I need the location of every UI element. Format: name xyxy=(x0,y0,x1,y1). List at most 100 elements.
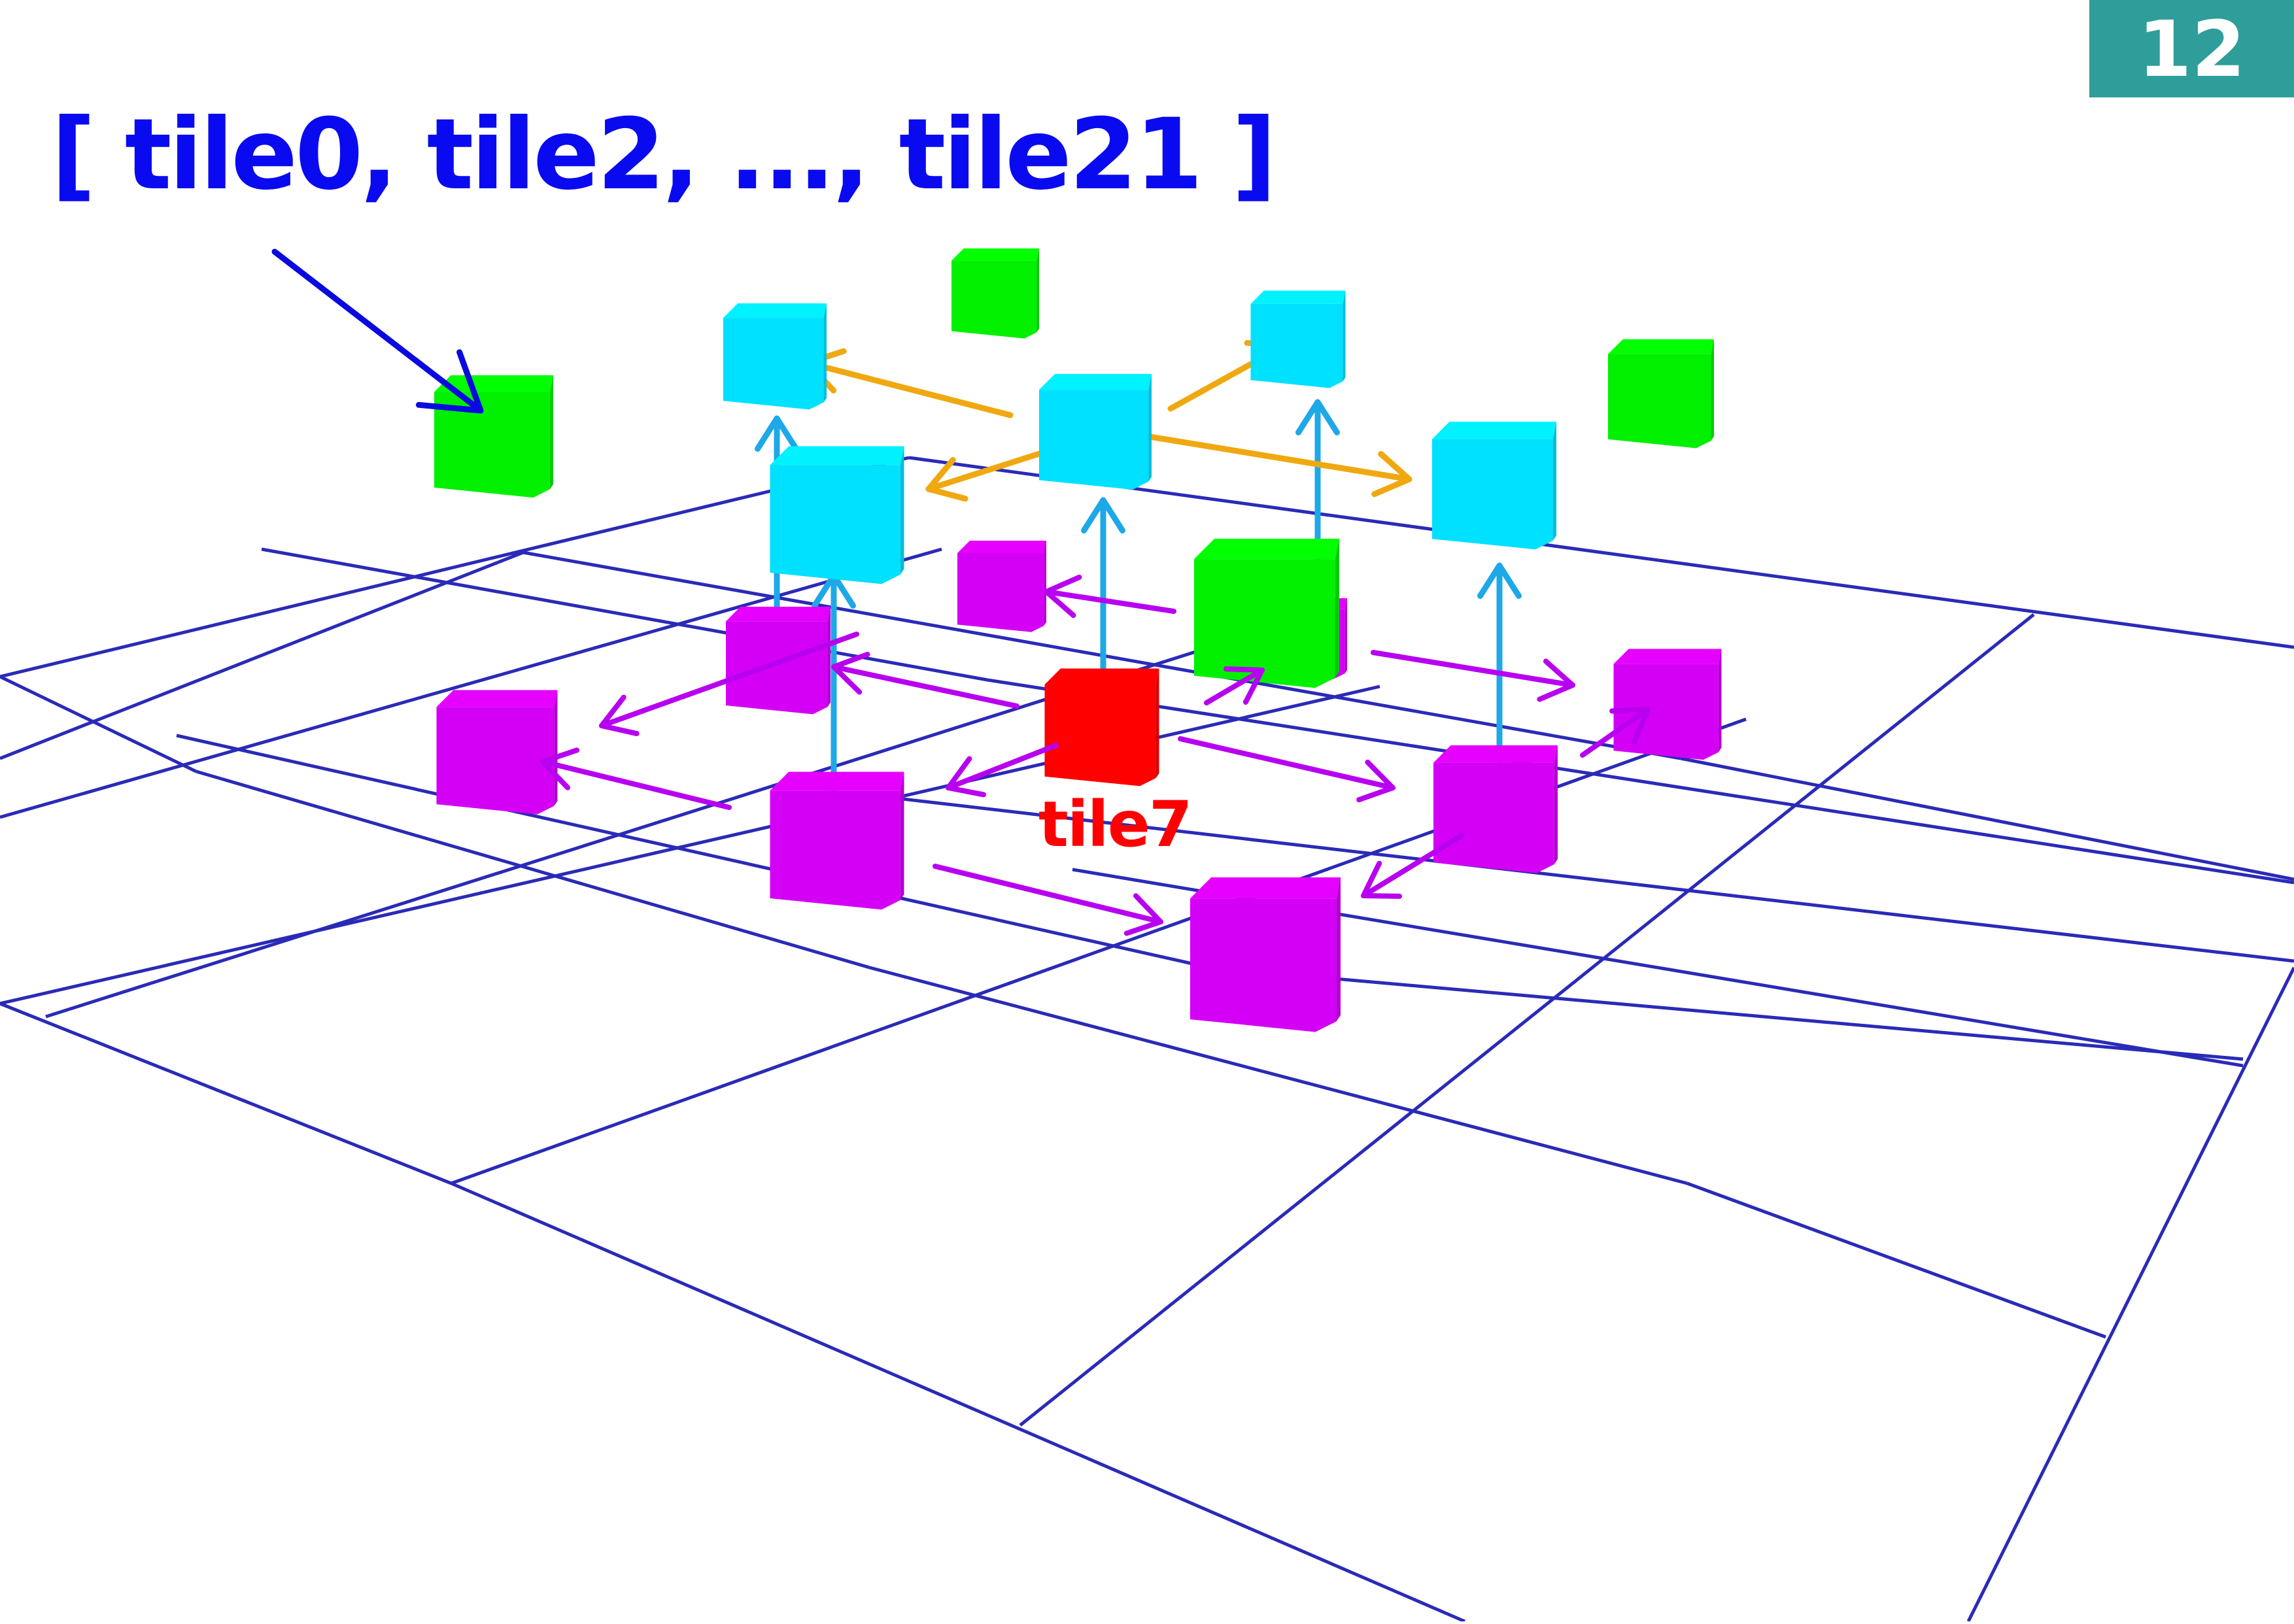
neighbor-arrow-head xyxy=(1044,574,1082,618)
pointer-target-cube-front xyxy=(434,392,550,498)
pointer-target-cube-top xyxy=(434,375,553,392)
pointer-arrow-shaft xyxy=(271,248,484,414)
upper-tile-cube xyxy=(770,446,904,584)
neighbor-arrow xyxy=(1580,707,1651,758)
grid-line xyxy=(0,547,942,819)
grid-line xyxy=(1209,966,2244,1061)
other-tile-cube-top xyxy=(1608,339,1714,354)
neighbor-tile-cube-side xyxy=(1718,649,1722,753)
neighbor-tile-cube-top xyxy=(1433,745,1558,763)
neighbor-tile-cube-top xyxy=(436,690,558,707)
grid-line xyxy=(176,734,1210,970)
vertical-arrow xyxy=(1295,399,1340,566)
neighbor-tile-cube-top xyxy=(957,541,1046,554)
upper-tile-cube-side xyxy=(900,446,904,575)
upper-arrow-head xyxy=(925,457,968,502)
other-tile-cube-front xyxy=(951,260,1037,339)
neighbor-tile-cube xyxy=(770,771,904,910)
neighbor-tile-cube-front xyxy=(770,790,900,910)
upper-tile-cube-front xyxy=(1039,390,1149,490)
neighbor-arrow-shaft xyxy=(540,759,732,810)
neighbor-arrow xyxy=(599,632,859,737)
upper-tile-cube-front xyxy=(770,465,900,584)
neighbor-tile-cube-front xyxy=(1433,762,1554,873)
neighbor-arrow xyxy=(1044,574,1176,618)
other-tile-cube-top xyxy=(951,248,1039,261)
vertical-arrow-head xyxy=(1295,399,1340,435)
upper-tile-cube-top xyxy=(1432,422,1556,439)
neighbor-tile-cube xyxy=(1190,877,1341,1032)
arrow-layer-back xyxy=(755,340,1522,794)
ground-grid xyxy=(0,456,2294,1623)
vertical-arrow xyxy=(1081,497,1125,683)
upper-arrow xyxy=(804,348,1014,418)
neighbor-arrow-shaft xyxy=(933,864,1163,924)
neighbor-tile-cube-side xyxy=(1044,541,1046,626)
other-tile-cube-front xyxy=(1194,559,1335,688)
grid-line xyxy=(1966,966,2294,1623)
neighbor-tile-cube-top xyxy=(1190,877,1341,899)
other-tile-cube xyxy=(1194,539,1339,688)
neighbor-tile-cube-front xyxy=(1190,898,1337,1032)
neighbor-arrow-head xyxy=(1123,893,1163,936)
upper-tile-cube-front xyxy=(1432,439,1553,550)
neighbor-arrow-head xyxy=(1361,860,1402,899)
neighbor-tile-cube-top xyxy=(726,607,830,622)
neighbor-arrow-shaft xyxy=(831,664,1019,709)
neighbor-arrow xyxy=(1371,650,1575,702)
vertical-arrow-head xyxy=(755,415,799,452)
neighbor-arrow-head xyxy=(1609,707,1651,745)
other-tile-cube xyxy=(1608,339,1714,448)
upper-tile-cube-side xyxy=(1343,290,1346,382)
neighbor-arrow-head xyxy=(1224,666,1265,705)
upper-tile-cube xyxy=(723,303,827,410)
neighbor-tile-cube-side xyxy=(1554,745,1558,865)
page-number-badge: 12 xyxy=(2089,0,2294,97)
upper-arrow-shaft xyxy=(1135,431,1412,482)
upper-arrow-head xyxy=(1371,450,1412,498)
neighbor-arrow xyxy=(831,651,1019,709)
upper-tile-cube xyxy=(1432,422,1556,550)
grid-line xyxy=(45,645,1210,1019)
neighbor-tile-cube-front xyxy=(726,621,828,715)
neighbor-tile-cube xyxy=(1433,745,1558,873)
upper-tile-cube-side xyxy=(1148,374,1152,482)
center-tile-cube-front xyxy=(1044,685,1156,787)
neighbor-tile-cube-top xyxy=(770,771,904,791)
neighbor-tile-cube-side xyxy=(1344,598,1347,673)
neighbor-arrow xyxy=(1178,736,1395,803)
grid-line xyxy=(1680,756,2294,881)
grid-line xyxy=(987,678,2294,885)
other-tile-cube-side xyxy=(1335,539,1339,678)
upper-tile-cube-top xyxy=(1250,290,1346,304)
other-tile-cube-side xyxy=(1036,248,1039,333)
upper-tile-cube-side xyxy=(1552,422,1556,541)
neighbor-tile-cube-front xyxy=(1613,664,1719,760)
upper-tile-cube xyxy=(1250,290,1346,388)
neighbor-arrow-head xyxy=(831,651,870,695)
other-tile-cube-top xyxy=(1194,539,1339,560)
neighbor-arrow-shaft xyxy=(946,743,1059,790)
grid-line xyxy=(908,456,2294,649)
neighbor-arrow-shaft xyxy=(1044,589,1176,614)
pointer-arrow xyxy=(271,248,484,414)
neighbor-arrow-head xyxy=(1537,658,1575,702)
neighbor-tile-cube-side xyxy=(554,690,558,806)
upper-tile-cube xyxy=(1039,374,1152,490)
upper-tile-cube-top xyxy=(723,303,827,318)
other-tile-cube-front xyxy=(1608,354,1711,448)
center-tile-cube-top xyxy=(1044,668,1159,685)
grid-line xyxy=(196,770,870,970)
grid-line xyxy=(869,966,1688,1185)
neighbor-arrow xyxy=(933,864,1163,936)
pointer-target-cube-side xyxy=(549,375,553,490)
tile-list-title: [ tile0, tile2, ..., tile21 ] xyxy=(51,98,1276,212)
grid-line xyxy=(261,547,988,682)
center-tile-cube-side xyxy=(1156,668,1159,779)
neighbor-tile-cube-side xyxy=(900,771,904,900)
upper-tile-cube-front xyxy=(723,318,824,410)
neighbor-tile-cube-side xyxy=(827,607,830,707)
upper-arrow-shaft xyxy=(804,360,1014,418)
